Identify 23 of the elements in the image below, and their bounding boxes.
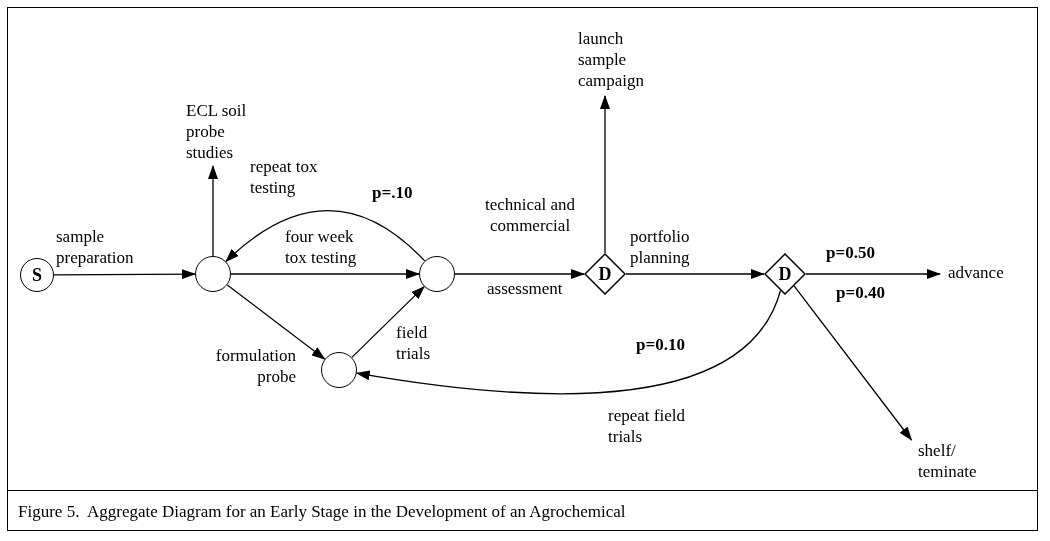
arrow [230,269,420,279]
state-circle [419,256,455,292]
arrow [625,269,765,279]
start-circle [20,258,54,292]
arrow [805,269,941,279]
outcome-label: shelf/ teminate [905,440,995,486]
arrow [225,209,426,263]
arrow [454,269,585,279]
outcome-label: advance [940,262,1020,286]
outcome-label: launch sample campaign [570,28,670,96]
figure-caption: Figure 5. Aggregate Diagram for an Early Stage in the Development of an Agrochemical [18,502,626,522]
arrow [355,289,782,395]
arrow [208,165,218,257]
node-label: D [778,265,792,283]
arrow [351,285,425,359]
arrow [226,284,326,360]
state-circle [321,352,357,388]
arrow [793,285,913,441]
arrow [600,95,610,254]
node-label: S [32,266,42,284]
state-circle [195,256,231,292]
node-label: D [598,265,612,283]
arrow [53,269,196,280]
